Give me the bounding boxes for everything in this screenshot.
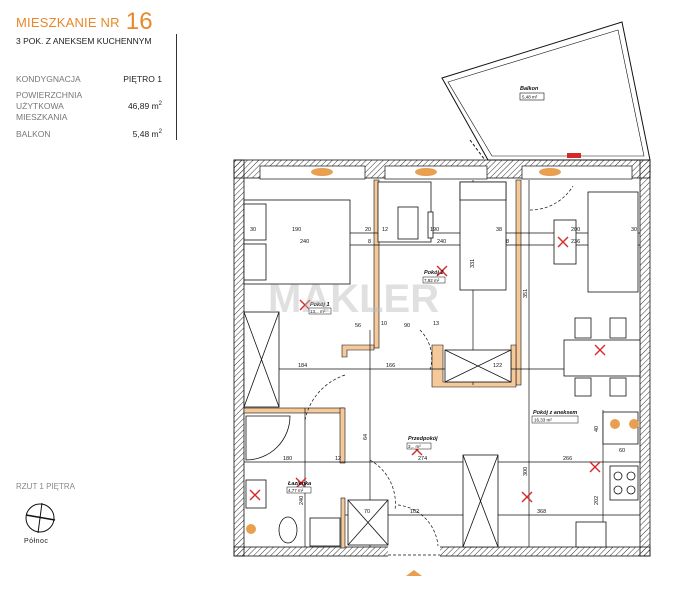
- outer-walls: [233, 153, 651, 576]
- dim: 266: [563, 456, 572, 462]
- dim: 70: [364, 509, 370, 515]
- dim: 331: [470, 259, 476, 268]
- compass-label: Północ: [24, 538, 49, 545]
- dim: 8: [506, 239, 509, 245]
- room-name-lazienka: Łazienka: [287, 481, 311, 487]
- dim: 300: [523, 467, 529, 476]
- dim: 60: [619, 448, 625, 454]
- detail-value-balcony: 5,48 m2: [132, 129, 162, 139]
- dim: 38: [496, 227, 502, 233]
- plan-caption: RZUT 1 PIĘTRA: [16, 482, 75, 491]
- apartment-number: 16: [125, 8, 153, 35]
- room-name-pokoj-1: Pokój 1: [310, 302, 330, 308]
- dim: 90: [404, 323, 410, 329]
- compass-icon: [25, 502, 56, 534]
- electrical-markers: [249, 236, 606, 503]
- detail-label-floor: KONDYGNACJA: [16, 74, 81, 84]
- dim: 56: [355, 323, 361, 329]
- dim: 10: [381, 321, 387, 327]
- dim: 200: [571, 227, 580, 233]
- dim: 368: [537, 509, 546, 515]
- room-area-pokoj-z-aneksem: 16,33 m²: [534, 418, 552, 423]
- detail-label-area-3: MIESZKANIA: [16, 112, 68, 122]
- detail-label-area-2: UŻYTKOWA: [16, 101, 64, 111]
- dim: 190: [430, 227, 439, 233]
- dim: 20: [365, 227, 371, 233]
- dim: 102: [410, 509, 419, 515]
- room-labels: Pokój 1 13,.. m² Pokój 2 7,92 m² Przedpo…: [286, 270, 579, 494]
- dim: 236: [571, 239, 580, 245]
- dim: 351: [523, 289, 529, 298]
- room-area-balcony: 5,48 m²: [522, 95, 538, 100]
- detail-label-balcony: BALKON: [16, 129, 51, 139]
- detail-value-area: 46,89 m2: [127, 101, 162, 111]
- apartment-subtitle: 3 POK. Z ANEKSEM KUCHENNYM: [16, 36, 152, 46]
- interior-walls: [243, 179, 522, 549]
- dim: 64: [363, 434, 369, 440]
- room-area-pokoj-2: 7,92 m²: [424, 278, 440, 283]
- kitchen-sink-icon: [246, 419, 639, 534]
- dim: 240: [300, 239, 309, 245]
- dim: 30: [250, 227, 256, 233]
- room-area-przedpokoj: 3,.. m²: [408, 444, 421, 449]
- dim: 184: [298, 363, 307, 369]
- dim: 40: [594, 426, 600, 432]
- room-name-pokoj-z-aneksem: Pokój z aneksem: [533, 410, 577, 416]
- room-name-balcony: Balkon: [520, 86, 539, 92]
- dim: 166: [386, 363, 395, 369]
- dim: 13: [433, 321, 439, 327]
- dim: 8: [368, 239, 371, 245]
- detail-label-area-1: POWIERZCHNIA: [16, 90, 83, 100]
- dimension-labels: 30 190 20 12 190 38 200 30 240 8 240 8 2…: [250, 227, 637, 515]
- room-name-pokoj-2: Pokój 2: [424, 270, 444, 276]
- dim: 122: [493, 363, 502, 369]
- dim: 12: [335, 456, 341, 462]
- dim: 30: [631, 227, 637, 233]
- furniture: [243, 181, 641, 548]
- dim: 12: [382, 227, 388, 233]
- apartment-title: MIESZKANIE NR 16: [16, 8, 153, 36]
- dim: 240: [437, 239, 446, 245]
- dim: 202: [594, 496, 600, 505]
- watermark-makler: MAKLER: [268, 277, 439, 321]
- title-label: MIESZKANIE NR: [16, 15, 120, 30]
- dim: 180: [283, 456, 292, 462]
- detail-value-floor: PIĘTRO 1: [123, 74, 162, 84]
- dim: 274: [418, 456, 427, 462]
- dim: 240: [299, 496, 305, 505]
- dim: 190: [292, 227, 301, 233]
- balcony: Balkon 5,48 m²: [441, 21, 651, 161]
- divider: [176, 34, 177, 140]
- room-name-przedpokoj: Przedpokój: [408, 436, 438, 442]
- room-area-lazienka: 4,77 m²: [288, 488, 304, 493]
- room-area-pokoj-1: 13,.. m²: [310, 309, 326, 314]
